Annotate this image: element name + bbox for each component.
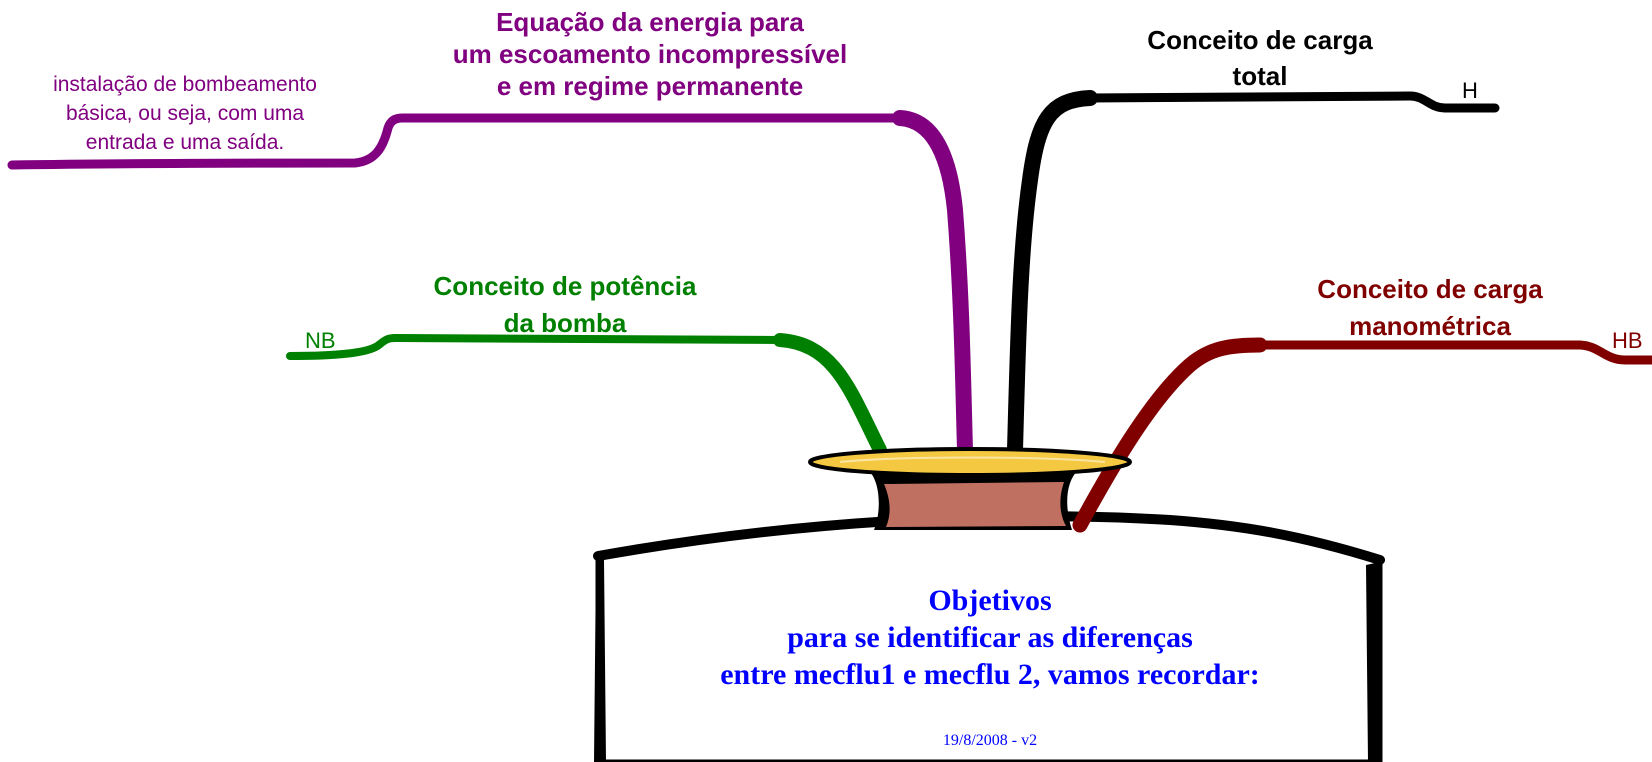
pump-power-title-line-1: Conceito de potência: [433, 271, 697, 301]
total-head-title-line-1: Conceito de carga: [1147, 25, 1373, 55]
jar-date: 19/8/2008 - v2: [942, 732, 1038, 749]
branch-pump-power-line: [286, 333, 884, 454]
branch-pump-power-thick: [773, 333, 887, 457]
manometric-title-line-1: Conceito de carga: [1317, 274, 1543, 304]
jar-line-2: para se identificar as diferenças: [787, 621, 1193, 654]
energy-note-line-3: entrada e uma saída.: [85, 131, 285, 154]
energy-title-line-3: e em regime permanente: [496, 71, 804, 101]
branch-energy-thick: [892, 110, 973, 458]
jar-line-3: entre mecflu1 e mecflu 2, vamos recordar…: [720, 658, 1260, 691]
jar-title: Objetivos: [928, 584, 1052, 617]
jar-shoulder-line: [593, 511, 1385, 565]
total-head-symbol: H: [1462, 78, 1478, 103]
pump-power-symbol: NB: [305, 328, 336, 353]
manometric-head-symbol: HB: [1612, 328, 1643, 353]
jar-right-wall: [1366, 562, 1382, 762]
total-head-title: Conceito de carga total: [1080, 22, 1440, 94]
energy-equation-note: instalação de bombeamento básica, ou sej…: [10, 70, 360, 157]
jar-lid-highlight: [839, 456, 1106, 463]
jar-cork: [884, 482, 1066, 527]
branch-manometric-thick: [1072, 337, 1268, 533]
branch-total-head-thick: [1007, 90, 1098, 458]
manometric-head-title: Conceito de carga manométrica: [1250, 271, 1610, 345]
energy-note-line-2: básica, ou seja, com uma: [65, 102, 305, 125]
jar-objectives-text: Objetivos para se identificar as diferen…: [610, 582, 1370, 693]
jar-left-wall: [594, 560, 606, 762]
energy-title-line-1: Equação da energia para: [496, 7, 804, 37]
energy-equation-title: Equação da energia para um escoamento in…: [400, 6, 900, 102]
energy-title-line-2: um escoamento incompressível: [452, 39, 848, 69]
pump-power-title-line-2: da bomba: [503, 308, 627, 338]
total-head-title-line-2: total: [1232, 61, 1288, 91]
manometric-title-line-2: manométrica: [1349, 311, 1511, 341]
jar-lid: [808, 447, 1132, 477]
pump-power-title: Conceito de potência da bomba: [380, 268, 750, 342]
branch-manometric-line: [1075, 340, 1652, 530]
energy-note-line-1: instalação de bombeamento: [53, 73, 317, 96]
